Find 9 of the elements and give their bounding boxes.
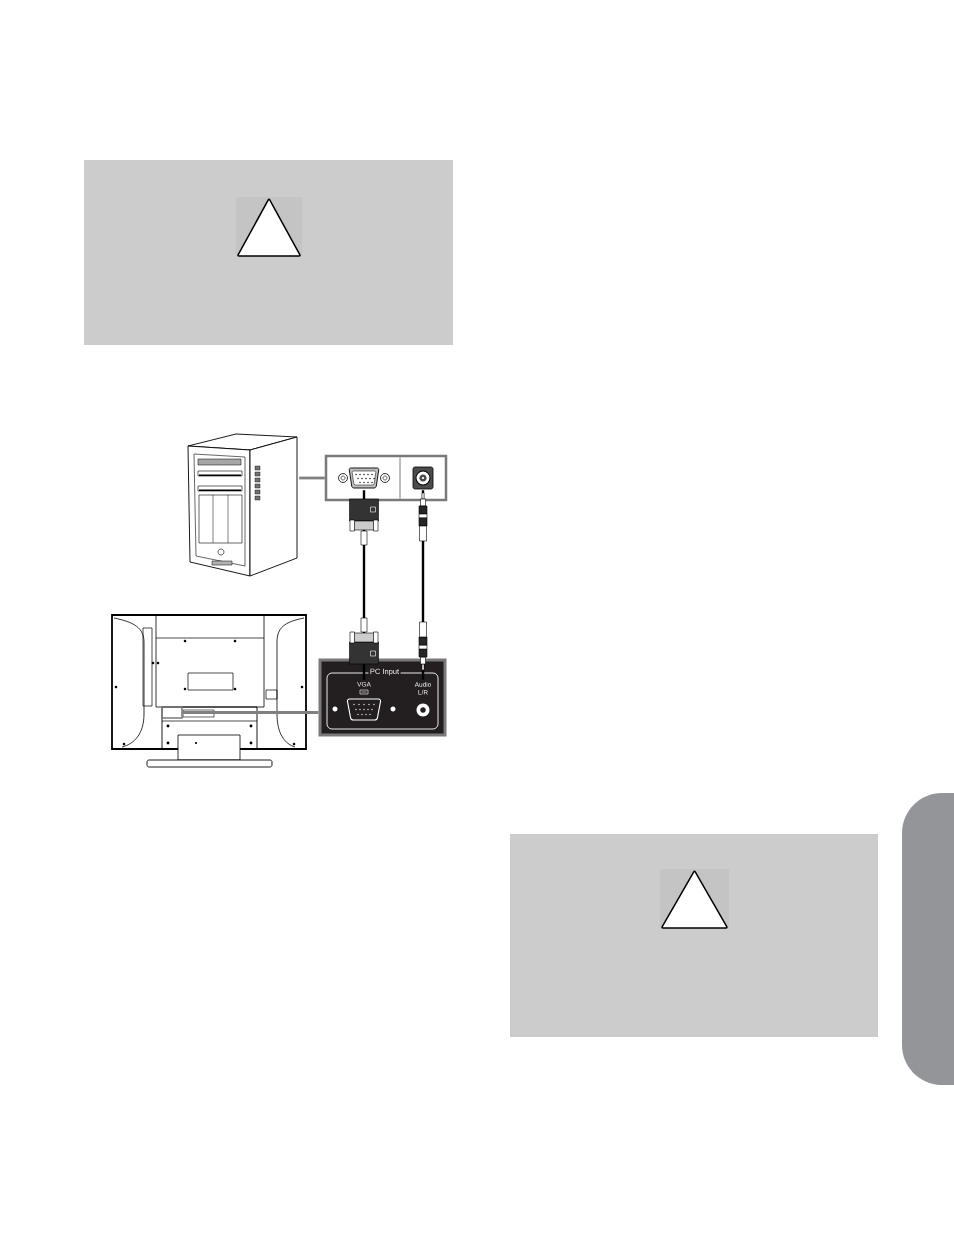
vga-port — [338, 467, 390, 489]
leader-line — [299, 476, 325, 480]
side-tab — [902, 793, 954, 1085]
highlight-box — [161, 706, 183, 719]
monitor-drawing — [111, 614, 307, 768]
pc-tower-drawing — [187, 433, 298, 577]
audio-cable — [418, 490, 428, 680]
audio-jack — [412, 466, 434, 490]
leader-line — [182, 711, 319, 714]
